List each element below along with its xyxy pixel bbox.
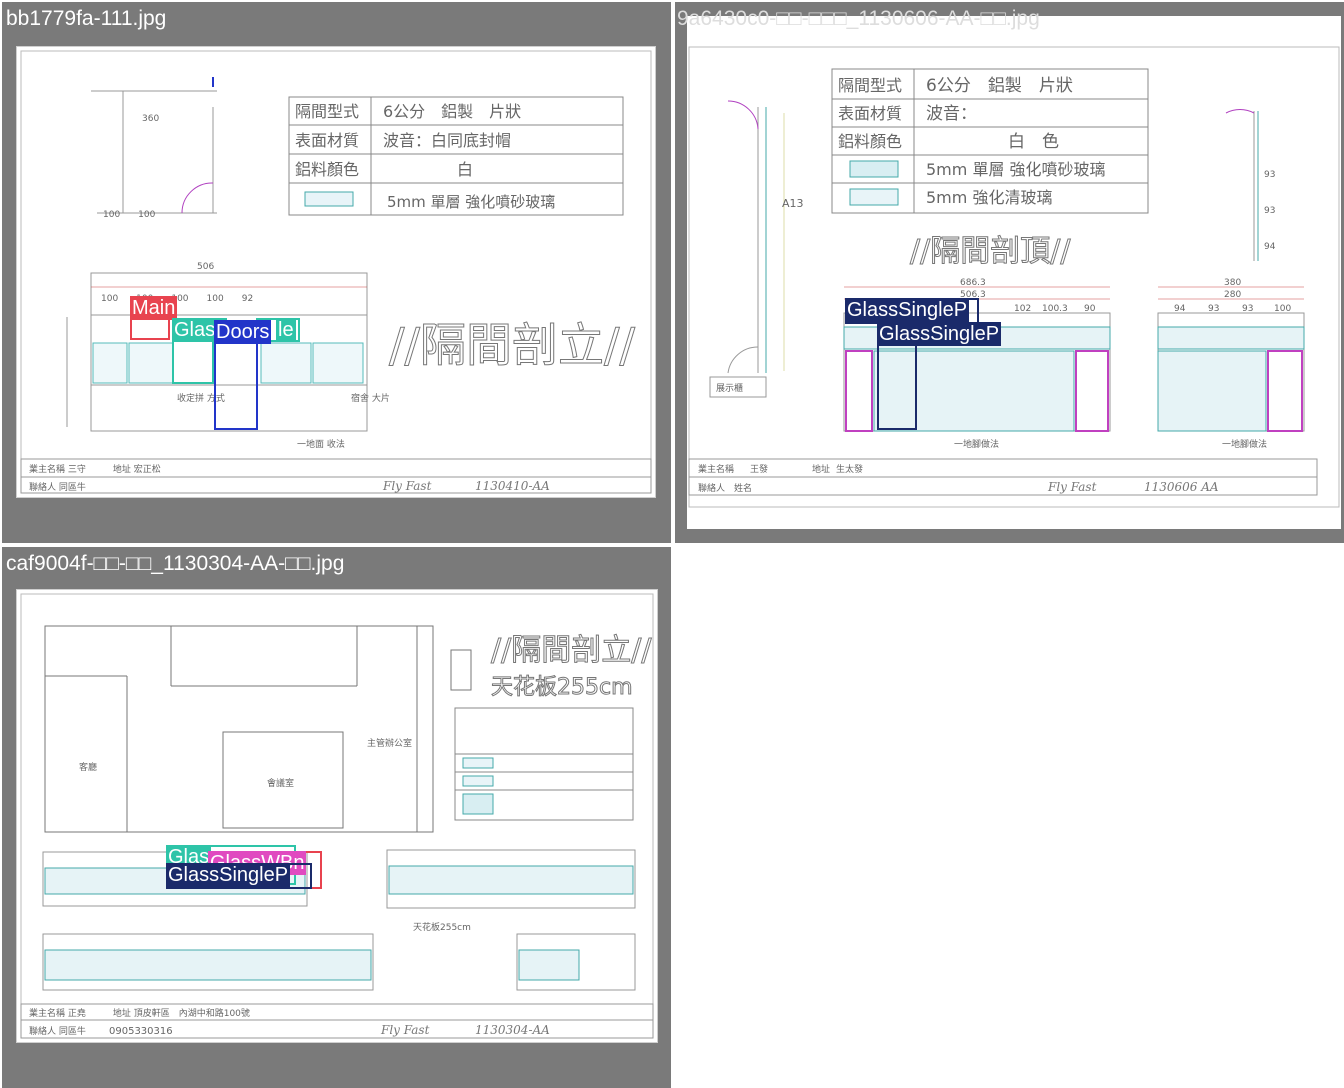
detection-box: Main (130, 296, 178, 340)
dim-label: 93 (1208, 304, 1219, 314)
tile-filename: caf9004f-□□-□□_1130304-AA-□□.jpg (6, 552, 345, 575)
detection-label: GlassSingleP (166, 863, 291, 887)
legend-value-2: 波音：白同底封帽 (383, 131, 511, 150)
dim-label: 280 (1224, 290, 1241, 300)
detection-label: GlassSingleP (845, 298, 970, 322)
detection-box: Doors (214, 320, 272, 430)
cad-drawing: 客廳 會議室 主管辦公室 //隔間剖立// 天花板255cm 天花板255cm (20, 593, 654, 1039)
svg-text:94: 94 (1264, 242, 1276, 252)
image-tile-3: caf9004f-□□-□□_1130304-AA-□□.jpg 客廳 會議室 … (2, 547, 671, 1088)
svg-text:宿舍 大片: 宿舍 大片 (351, 392, 390, 404)
cad-sheet: 360 100 100 隔間型式 表面材質 鋁料顏色 6公分 鋁製 片狀 波音：… (16, 46, 656, 498)
svg-text:業主名稱 三守 地址 宏正松: 業主名稱 三守 地址 宏正松 (29, 463, 161, 475)
tile-filename: 9a6430c0-□□-□□□_1130606-AA-□□.jpg (677, 7, 1040, 30)
svg-text:100 100: 100 100 (103, 210, 156, 220)
detection-box: GlassSingleP (166, 863, 312, 889)
detection-label: Main (130, 296, 178, 320)
dim-label: 90 (1084, 304, 1096, 314)
titleblock-code: 1130606 AA (1144, 480, 1219, 494)
legend-value-1: 6公分 鋁製 片狀 (926, 76, 1073, 96)
dim-label: 686.3 (960, 278, 986, 288)
legend-row-1: 隔間型式 (838, 76, 902, 95)
titleblock-signed: Fly Fast (380, 1023, 430, 1037)
legend-glass: 5mm 單層 強化噴砂玻璃 (387, 193, 555, 211)
dim-label: 102 (1014, 304, 1031, 314)
svg-text:客廳: 客廳 (79, 761, 97, 773)
svg-text:一地面 收法: 一地面 收法 (297, 438, 345, 450)
svg-text:506: 506 (197, 262, 214, 272)
svg-text:業主名稱 正堯 地址 頂皮軒區 內湖中和路100號: 業主名稱 正堯 地址 頂皮軒區 內湖中和路100號 (29, 1007, 250, 1019)
detection-box: Glass (172, 318, 228, 384)
svg-text:聯絡人 同區牛: 聯絡人 同區牛 (29, 481, 86, 493)
svg-text:收定拼 方式: 收定拼 方式 (177, 392, 225, 404)
dim-label: 100 (1274, 304, 1291, 314)
detection-label: le (276, 318, 296, 342)
titleblock-code: 1130304-AA (475, 1023, 550, 1037)
legend-value-2: 波音： (926, 104, 977, 124)
svg-text:會議室: 會議室 (267, 777, 294, 789)
svg-text:地址: 地址 (812, 463, 830, 475)
legend-value-3: 白 色 (1008, 132, 1059, 152)
image-tile-2: A13 展示櫃 隔間型式 表面材質 鋁料顏色 6公分 鋁製 片狀 波音： 白 色… (675, 2, 1344, 543)
titleblock-address: 生太發 (836, 463, 863, 475)
titleblock-phone: 0905330316 (109, 1026, 173, 1037)
legend-value-1: 6公分 鋁製 片狀 (383, 102, 521, 121)
sheet-heading: //隔間剖立// (491, 633, 652, 668)
dim-label: 506.3 (960, 290, 986, 300)
svg-text:主管辦公室: 主管辦公室 (367, 737, 412, 749)
cad-drawing: 360 100 100 隔間型式 表面材質 鋁料顏色 6公分 鋁製 片狀 波音：… (20, 50, 652, 494)
sheet-heading: //隔間剖立// (389, 318, 635, 372)
titleblock-signed: Fly Fast (1047, 480, 1097, 494)
titleblock-code: 1130410-AA (475, 479, 550, 493)
legend-value-3: 白 (457, 160, 473, 179)
legend-glass-2: 5mm 強化清玻璃 (926, 188, 1052, 207)
detection-box: GlassSingleP (845, 298, 979, 324)
image-tile-1: bb1779fa-111.jpg 360 100 100 隔間型式 表面材質 鋁… (2, 2, 671, 543)
svg-text:93: 93 (1264, 170, 1275, 180)
svg-text:天花板255cm: 天花板255cm (413, 921, 471, 933)
detection-label: GlassSingleP (877, 322, 1002, 346)
cad-sheet: A13 展示櫃 隔間型式 表面材質 鋁料顏色 6公分 鋁製 片狀 波音： 白 色… (687, 16, 1341, 529)
dim-label: 93 (1242, 304, 1253, 314)
legend-row-2: 表面材質 (838, 104, 902, 123)
svg-text:360: 360 (142, 114, 159, 124)
tile-filename: bb1779fa-111.jpg (6, 7, 167, 30)
dim-label: 94 (1174, 304, 1186, 314)
svg-text:聯絡人 同區牛: 聯絡人 同區牛 (29, 1025, 86, 1037)
svg-text:一地腳做法: 一地腳做法 (954, 438, 999, 450)
detection-label: Doors (214, 320, 272, 344)
svg-text:93: 93 (1264, 206, 1275, 216)
svg-text:業主名稱: 業主名稱 (698, 463, 734, 475)
cad-drawing: A13 展示櫃 隔間型式 表面材質 鋁料顏色 6公分 鋁製 片狀 波音： 白 色… (688, 46, 1340, 508)
legend-row-3: 鋁料顏色 (838, 132, 902, 151)
legend-row-3: 鋁料顏色 (295, 160, 359, 179)
svg-text:展示櫃: 展示櫃 (716, 382, 743, 394)
legend-row-1: 隔間型式 (295, 102, 359, 121)
titleblock-project: 王發 (750, 463, 768, 475)
titleblock-owner: 姓名 (734, 482, 752, 494)
legend-glass-1: 5mm 單層 強化噴砂玻璃 (926, 160, 1106, 179)
svg-text:聯絡人: 聯絡人 (698, 482, 725, 494)
sheet-subheading: 天花板255cm (491, 675, 633, 700)
dim-label: 380 (1224, 278, 1241, 288)
detection-box: GlassSingleP (877, 322, 1002, 430)
sheet-heading: //隔間剖頂// (910, 234, 1071, 269)
svg-text:一地腳做法: 一地腳做法 (1222, 438, 1267, 450)
svg-text:A13: A13 (782, 197, 804, 210)
dim-label: 100.3 (1042, 304, 1068, 314)
cad-sheet: 客廳 會議室 主管辦公室 //隔間剖立// 天花板255cm 天花板255cm (16, 589, 658, 1043)
legend-row-2: 表面材質 (295, 131, 359, 150)
titleblock-signed: Fly Fast (382, 479, 432, 493)
